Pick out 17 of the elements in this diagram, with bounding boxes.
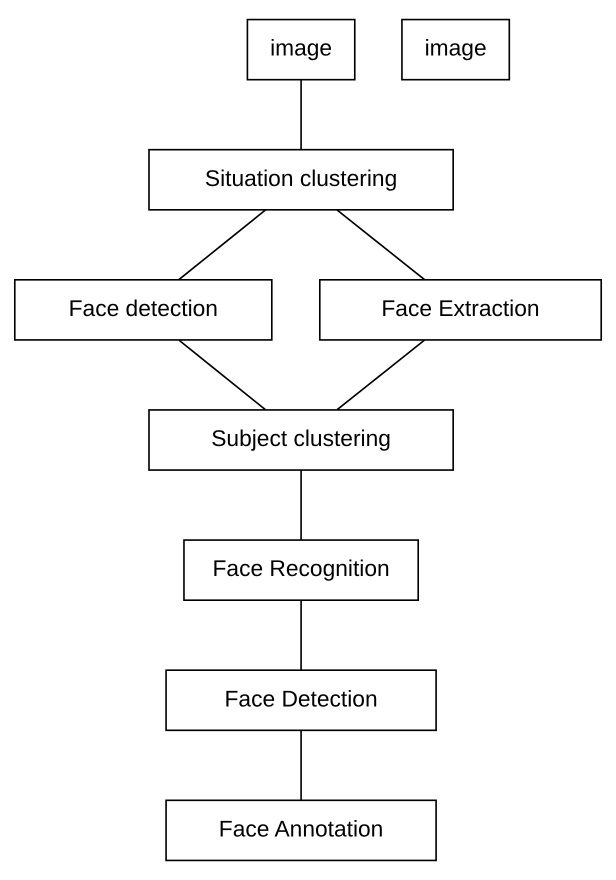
node-box: image <box>401 18 510 80</box>
node-box: Face detection <box>14 278 273 341</box>
connector <box>300 730 302 800</box>
node-box: Face Extraction <box>318 278 602 341</box>
connector <box>178 340 266 410</box>
node-box: Face Detection <box>165 669 437 732</box>
connector <box>300 600 302 670</box>
connector <box>300 470 302 540</box>
node-box: Subject clustering <box>148 409 454 471</box>
node-box: image <box>246 18 356 80</box>
node-box: Face Recognition <box>183 539 420 602</box>
connector <box>336 210 425 280</box>
connector <box>336 340 425 410</box>
connector <box>178 210 266 280</box>
node-box: Situation clustering <box>148 148 454 211</box>
connector <box>300 80 302 150</box>
node-box: Face Annotation <box>165 800 437 862</box>
